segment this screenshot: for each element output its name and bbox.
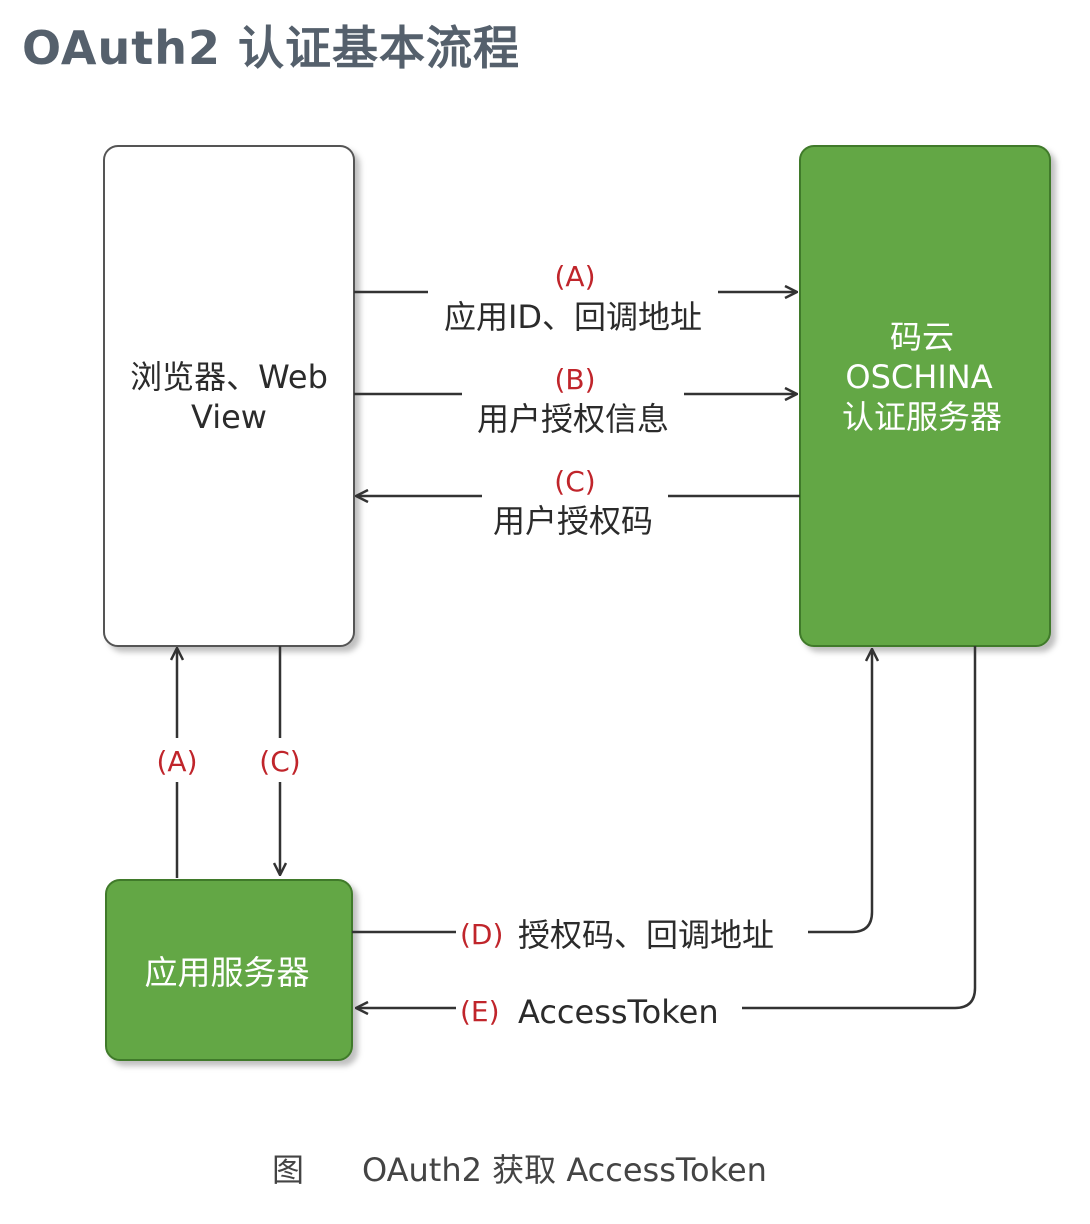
auth-server-label-line2: OSCHINA (845, 358, 992, 396)
browser-label-line1: 浏览器、Web (130, 358, 328, 396)
auth-server-node: 码云 OSCHINA 认证服务器 (799, 145, 1051, 647)
edge-d-bottom: (D) 授权码、回调地址 (352, 650, 872, 956)
edge-a-left-tag: (A) (156, 745, 197, 778)
page-title: OAuth2 认证基本流程 (22, 21, 520, 75)
auth-server-label-line3: 认证服务器 (842, 398, 1002, 436)
edge-b-top-tag: (B) (554, 363, 595, 396)
figure-caption-prefix: 图 (272, 1151, 305, 1189)
edge-e-bottom: (E) AccessToken (357, 646, 977, 1032)
edge-c-top-text: 用户授权码 (493, 502, 653, 540)
edge-d-bottom-text: 授权码、回调地址 (518, 916, 774, 954)
edge-a-top-tag: (A) (554, 260, 595, 293)
edge-b-top-text: 用户授权信息 (477, 400, 669, 438)
edge-e-bottom-text: AccessToken (518, 993, 719, 1031)
edge-a-top: (A) 应用ID、回调地址 (354, 260, 796, 336)
auth-server-label-line1: 码云 (890, 318, 954, 356)
app-server-label: 应用服务器 (145, 953, 310, 992)
app-server-node: 应用服务器 (105, 879, 353, 1061)
edge-e-bottom-tag: (E) (460, 995, 500, 1028)
edge-a-top-text: 应用ID、回调地址 (444, 298, 702, 336)
edge-a-left: (A) (148, 649, 206, 878)
browser-node: 浏览器、Web View (103, 145, 355, 647)
edge-c-top: (C) 用户授权码 (357, 465, 800, 542)
browser-label-line2: View (191, 398, 267, 436)
edge-b-top: (B) 用户授权信息 (354, 362, 796, 438)
edge-c-left: (C) (251, 646, 309, 874)
edge-c-left-tag: (C) (259, 745, 300, 778)
edge-d-bottom-tag: (D) (460, 918, 503, 951)
edge-c-top-tag: (C) (554, 465, 595, 498)
figure-caption-text: OAuth2 获取 AccessToken (362, 1151, 767, 1189)
